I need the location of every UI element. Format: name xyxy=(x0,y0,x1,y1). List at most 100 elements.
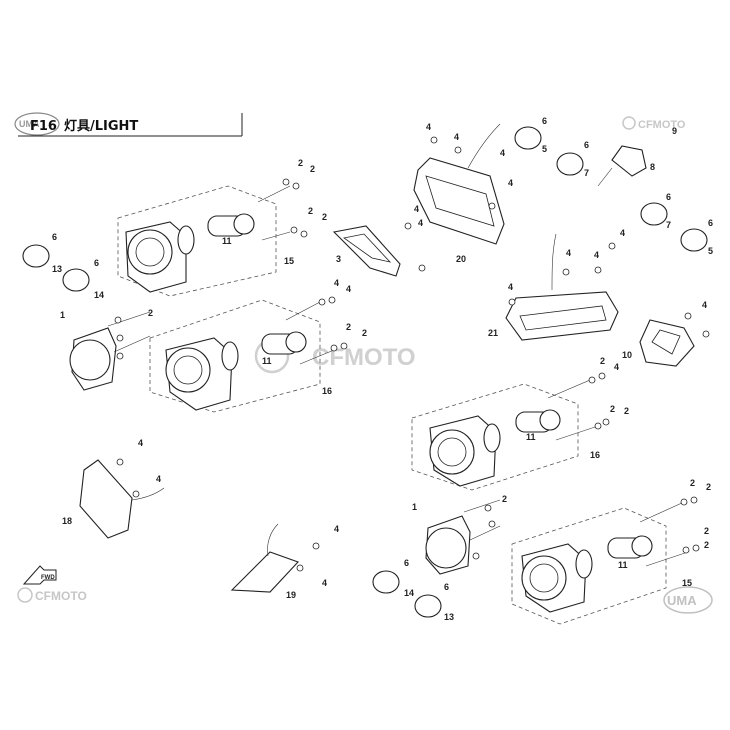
callout-4: 4 xyxy=(414,204,419,214)
headlight-assembly-top xyxy=(125,185,291,293)
callout-6: 6 xyxy=(404,558,409,568)
watermark-bottom-left: CFMOTO xyxy=(17,587,87,603)
callout-6: 6 xyxy=(52,232,57,242)
callout-4: 4 xyxy=(454,132,459,142)
callout-2: 2 xyxy=(704,540,709,550)
bracket-10 xyxy=(639,319,695,367)
callout-7: 7 xyxy=(666,220,671,230)
bracket-19 xyxy=(230,523,299,593)
callout-6: 6 xyxy=(708,218,713,228)
lamp-housing-20 xyxy=(413,123,505,245)
callout-16: 16 xyxy=(590,450,600,460)
callout-5: 5 xyxy=(542,144,547,154)
callout-4: 4 xyxy=(508,282,513,292)
callout-20: 20 xyxy=(456,254,466,264)
callout-4: 4 xyxy=(418,218,423,228)
watermark-top-right-text: CFMOTO xyxy=(638,119,686,131)
callout-11: 11 xyxy=(618,560,628,570)
callout-2: 2 xyxy=(610,404,615,414)
watermark-bottom-right: UMA xyxy=(663,586,713,614)
callout-labels: 2 2 2 2 11 15 6 6 13 14 1 2 4 4 2 2 11 1… xyxy=(52,116,713,622)
callout-6: 6 xyxy=(444,582,449,592)
callout-15: 15 xyxy=(284,256,294,266)
callout-4: 4 xyxy=(322,578,327,588)
assembly-box-15-top xyxy=(117,185,277,297)
callout-18: 18 xyxy=(62,516,72,526)
callout-19: 19 xyxy=(286,590,296,600)
callout-2: 2 xyxy=(346,322,351,332)
watermark-center-text: CFMOTO xyxy=(312,344,416,371)
callout-2: 2 xyxy=(298,158,303,168)
callout-2: 2 xyxy=(600,356,605,366)
round-caps xyxy=(22,126,708,618)
callout-2: 2 xyxy=(704,526,709,536)
callout-2: 2 xyxy=(322,212,327,222)
marker-light-8 xyxy=(597,145,647,187)
callout-5: 5 xyxy=(708,246,713,256)
watermark-bottom-left-text: CFMOTO xyxy=(35,589,87,603)
callout-9: 9 xyxy=(672,126,677,136)
callout-2: 2 xyxy=(690,478,695,488)
callout-2: 2 xyxy=(310,164,315,174)
callout-4: 4 xyxy=(156,474,161,484)
bolts xyxy=(114,136,710,572)
callout-2: 2 xyxy=(706,482,711,492)
callout-16: 16 xyxy=(322,386,332,396)
callout-2: 2 xyxy=(362,328,367,338)
callout-13: 13 xyxy=(444,612,454,622)
fwd-text: FWD xyxy=(41,575,55,581)
callout-4: 4 xyxy=(508,178,513,188)
headlight-assembly-left xyxy=(165,301,335,411)
header-logo-ring xyxy=(14,112,60,136)
callout-14: 14 xyxy=(404,588,414,598)
headlight-assembly-right xyxy=(429,379,599,487)
assembly-box-16-right xyxy=(411,383,579,491)
bracket-18 xyxy=(79,459,165,539)
lamp-unit-bottom xyxy=(425,499,501,575)
callout-1: 1 xyxy=(60,310,65,320)
callout-4: 4 xyxy=(334,278,339,288)
header-logo-text: UMA xyxy=(19,119,40,129)
callout-6: 6 xyxy=(666,192,671,202)
callout-2: 2 xyxy=(624,406,629,416)
bracket-3 xyxy=(332,225,401,277)
assembly-box-15-bottom xyxy=(511,507,667,625)
watermark-center: CFMOTO xyxy=(254,338,416,374)
callout-8: 8 xyxy=(650,162,655,172)
callout-4: 4 xyxy=(426,122,431,132)
callout-4: 4 xyxy=(566,248,571,258)
callout-4: 4 xyxy=(138,438,143,448)
callout-4: 4 xyxy=(500,148,505,158)
callout-4: 4 xyxy=(702,300,707,310)
fwd-direction-marker: FWD xyxy=(22,565,57,585)
watermark-bottom-right-text: UMA xyxy=(667,593,697,608)
callout-11: 11 xyxy=(526,432,536,442)
callout-4: 4 xyxy=(594,250,599,260)
callout-4: 4 xyxy=(620,228,625,238)
watermark-top-right: CFMOTO xyxy=(622,116,686,131)
headlight-assembly-bottom xyxy=(521,501,689,613)
callout-21: 21 xyxy=(488,328,498,338)
section-code: F16 xyxy=(30,119,57,134)
callout-4: 4 xyxy=(334,524,339,534)
callout-11: 11 xyxy=(262,356,272,366)
callout-10: 10 xyxy=(622,350,632,360)
callout-2: 2 xyxy=(502,494,507,504)
callout-4: 4 xyxy=(346,284,351,294)
callout-2: 2 xyxy=(308,206,313,216)
callout-6: 6 xyxy=(542,116,547,126)
callout-2: 2 xyxy=(148,308,153,318)
callout-13: 13 xyxy=(52,264,62,274)
lamp-housing-21 xyxy=(505,233,619,341)
callout-11: 11 xyxy=(222,236,232,246)
callout-14: 14 xyxy=(94,290,104,300)
lamp-unit-left xyxy=(69,311,151,391)
callout-6: 6 xyxy=(584,140,589,150)
callout-6: 6 xyxy=(94,258,99,268)
callout-4: 4 xyxy=(614,362,619,372)
callout-1: 1 xyxy=(412,502,417,512)
page-title: 灯具/LIGHT xyxy=(64,118,138,134)
header: UMA F16 灯具/LIGHT xyxy=(14,112,243,137)
